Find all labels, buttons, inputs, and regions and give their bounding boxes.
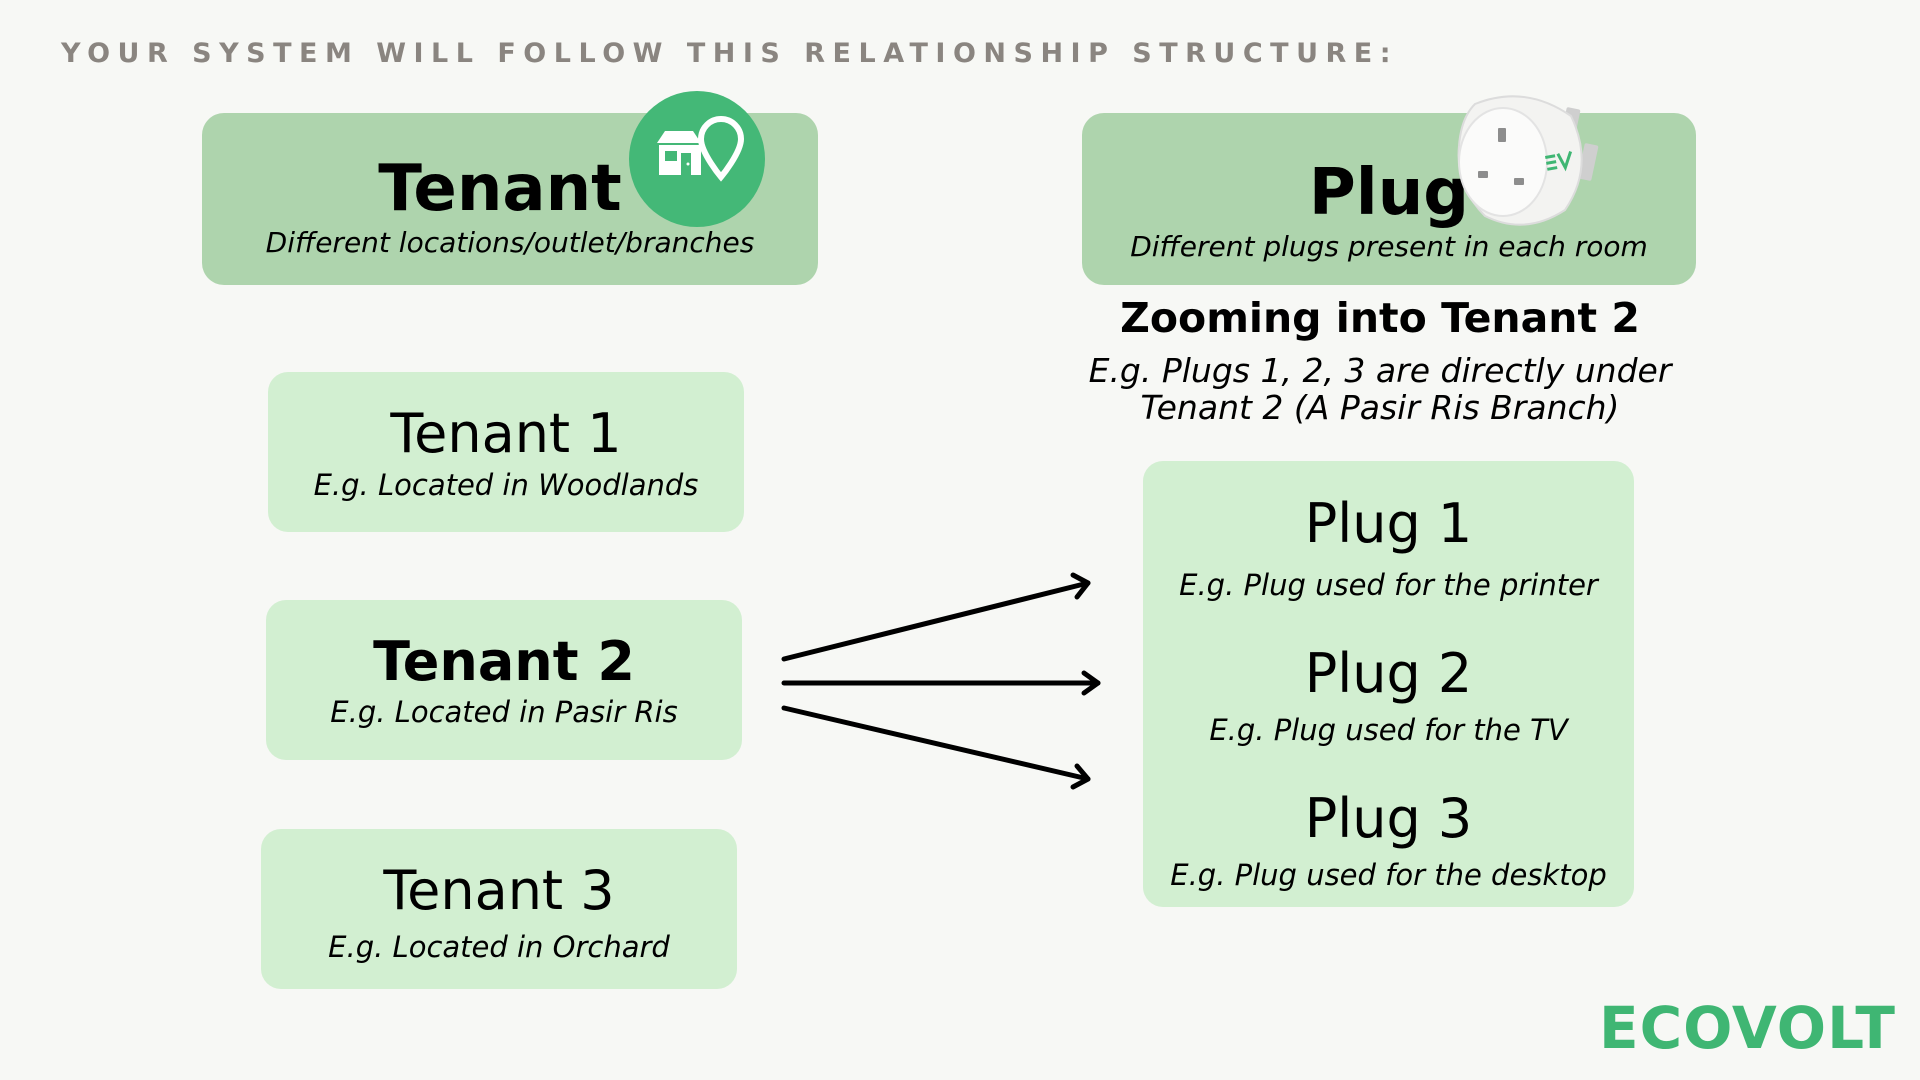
tenant-3-subtitle: E.g. Located in Orchard [328,930,670,964]
tenant-2-box: Tenant 2 E.g. Located in Pasir Ris [266,600,742,760]
tenant-1-box: Tenant 1 E.g. Located in Woodlands [268,372,744,532]
plug-header-subtitle: Different plugs present in each room [1130,230,1648,263]
ecovolt-logo: ECOVOLT [1598,994,1896,1062]
tenant-1-title: Tenant 1 [390,402,622,465]
plug-3-subtitle: E.g. Plug used for the desktop [1170,858,1607,892]
zoom-title: Zooming into Tenant 2 [1120,294,1640,342]
plug-3-title: Plug 3 [1304,787,1473,850]
plug-2-subtitle: E.g. Plug used for the TV [1209,713,1568,747]
tenant-2-title: Tenant 2 [373,630,635,693]
tenant-3-title: Tenant 3 [383,859,615,922]
plug-2-title: Plug 2 [1304,642,1473,705]
plug-header-title: Plug [1308,156,1470,230]
plug-1-subtitle: E.g. Plug used for the printer [1179,568,1598,602]
arrow-to-plug-2 [781,670,1101,696]
tenant-3-box: Tenant 3 E.g. Located in Orchard [261,829,737,989]
zoom-description: E.g. Plugs 1, 2, 3 are directly under Te… [1080,352,1680,426]
plugs-box: Plug 1 E.g. Plug used for the printer Pl… [1143,461,1634,907]
arrow-to-plug-1 [781,572,1091,662]
plug-header-box: Plug Different plugs present in each roo… [1082,113,1696,285]
zoom-description-line-1: E.g. Plugs 1, 2, 3 are directly under [1088,351,1672,390]
house-location-pin-icon [629,91,765,227]
tenant-header-subtitle: Different locations/outlet/branches [265,226,755,259]
smart-plug-image [1445,86,1605,236]
page-heading: YOUR SYSTEM WILL FOLLOW THIS RELATIONSHI… [61,38,1399,69]
tenant-2-subtitle: E.g. Located in Pasir Ris [330,695,678,729]
zoom-description-line-2: Tenant 2 (A Pasir Ris Branch) [1140,388,1620,427]
tenant-header-title: Tenant [378,152,622,226]
plug-1-title: Plug 1 [1304,492,1473,555]
tenant-1-subtitle: E.g. Located in Woodlands [313,468,699,502]
arrow-to-plug-3 [781,705,1091,790]
